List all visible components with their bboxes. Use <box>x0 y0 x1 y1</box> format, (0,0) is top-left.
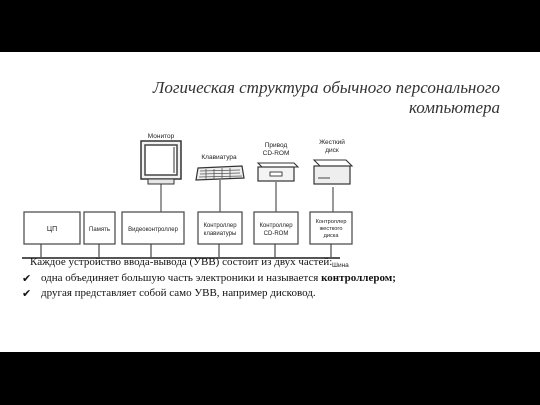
hdd-controller-label-3: диска <box>324 233 340 239</box>
title-line-1: Логическая структура обычного персональн… <box>152 78 500 97</box>
keyboard-icon: Клавиатура <box>195 154 245 181</box>
monitor-icon: Монитор <box>140 133 182 185</box>
hdd-controller-label-1: Контроллер <box>316 219 347 225</box>
bullet-2-text: другая представляет собой само УВВ, напр… <box>41 287 316 299</box>
hdd-controller-label-2: жесткого <box>320 226 343 232</box>
cpu-box <box>23 211 81 245</box>
bullet-device: ✔ другая представляет собой само УВВ, нап… <box>22 286 532 302</box>
keyboard-controller-label-2: клавиатуры <box>204 231 237 237</box>
cdrom-drive-label-2: CD-ROM <box>263 150 290 157</box>
cdrom-controller-label-1: Контроллер <box>259 223 293 229</box>
cdrom-controller-box <box>253 211 299 245</box>
slide: Логическая структура обычного персональн… <box>0 52 540 352</box>
hdd-controller-box <box>309 211 353 245</box>
slide-body-text: Каждое устройство ввода-вывода (УВВ) сос… <box>22 255 532 302</box>
keyboard-label: Клавиатура <box>201 154 237 161</box>
memory-label: Память <box>89 227 110 233</box>
hard-disk-icon: Жесткий диск <box>312 138 354 185</box>
cdrom-controller-label-2: CD-ROM <box>264 231 289 237</box>
keyboard-controller-label-1: Контроллер <box>203 223 237 229</box>
bullet-1-bold: контроллером; <box>321 271 396 284</box>
video-controller-box <box>121 211 185 245</box>
hard-disk-label-2: диск <box>325 147 339 154</box>
checkmark-icon: ✔ <box>22 271 32 285</box>
bullet-1-text: одна объединяет большую часть электроник… <box>41 271 322 284</box>
video-controller-label: Видеоконтроллер <box>128 227 179 233</box>
memory-box <box>83 211 116 245</box>
title-line-2: компьютера <box>408 98 500 117</box>
cpu-label: ЦП <box>47 226 57 233</box>
bus-label: Шина <box>332 262 349 269</box>
cdrom-drive-icon: Привод CD-ROM <box>256 142 300 182</box>
intro-text: Каждое устройство ввода-вывода (УВВ) сос… <box>30 256 333 268</box>
bullet-controller: ✔ одна объединяет большую часть электрони… <box>22 271 532 287</box>
hard-disk-label-1: Жесткий <box>319 138 345 146</box>
checkmark-icon: ✔ <box>22 287 32 300</box>
cdrom-drive-label-1: Привод <box>265 142 288 149</box>
monitor-label: Монитор <box>148 133 175 140</box>
computer-structure-diagram: Шина ЦП Память Видеоконтроллер Контролле… <box>22 133 354 269</box>
slide-title: Логическая структура обычного персональн… <box>80 78 500 118</box>
